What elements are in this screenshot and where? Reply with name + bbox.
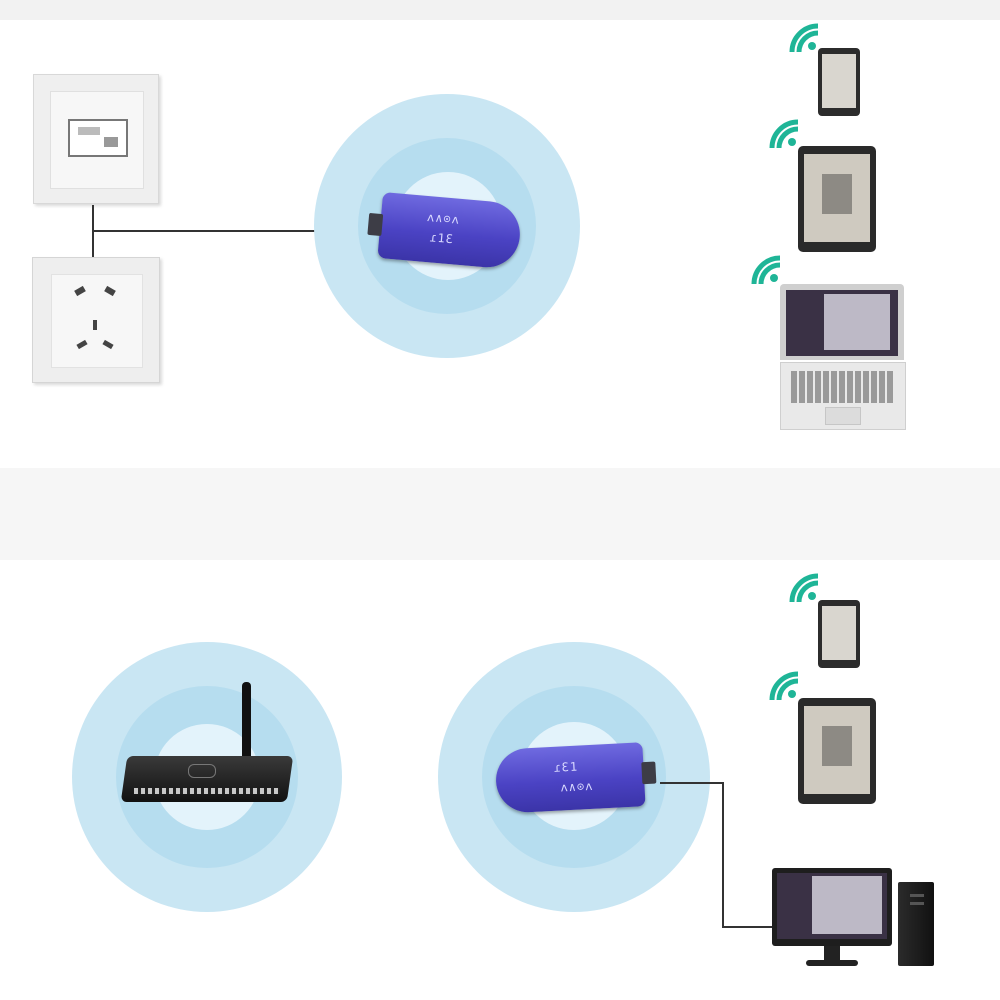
smartphone-icon: [818, 48, 860, 116]
wifi-signal-icon: [789, 23, 819, 53]
wifi-signal-icon: [751, 255, 781, 285]
wireless-router-icon: [120, 682, 294, 816]
cable-line: [722, 926, 774, 928]
cable-line: [722, 782, 724, 928]
tablet-icon: [798, 698, 876, 804]
wifi-signal-icon: [789, 573, 819, 603]
laptop-icon: [780, 284, 906, 432]
wifi-signal-icon: [769, 119, 799, 149]
smartphone-icon: [818, 600, 860, 668]
wall-power-socket-icon: [32, 257, 160, 383]
wifi-signal-icon: [769, 671, 799, 701]
cable-line: [660, 782, 724, 784]
tablet-icon: [798, 146, 876, 252]
cable-line: [92, 230, 358, 232]
desktop-computer-icon: [772, 868, 936, 972]
usb-wifi-dongle-icon: ɾƐ1 ʌ∧⊙ʌ: [494, 742, 657, 814]
wall-network-port-icon: [33, 74, 159, 204]
top-band: [0, 0, 1000, 20]
usb-wifi-dongle-icon: ʌ∧⊙ʌ ɾ1Ɛ: [367, 192, 523, 270]
divider-band: [0, 468, 1000, 560]
